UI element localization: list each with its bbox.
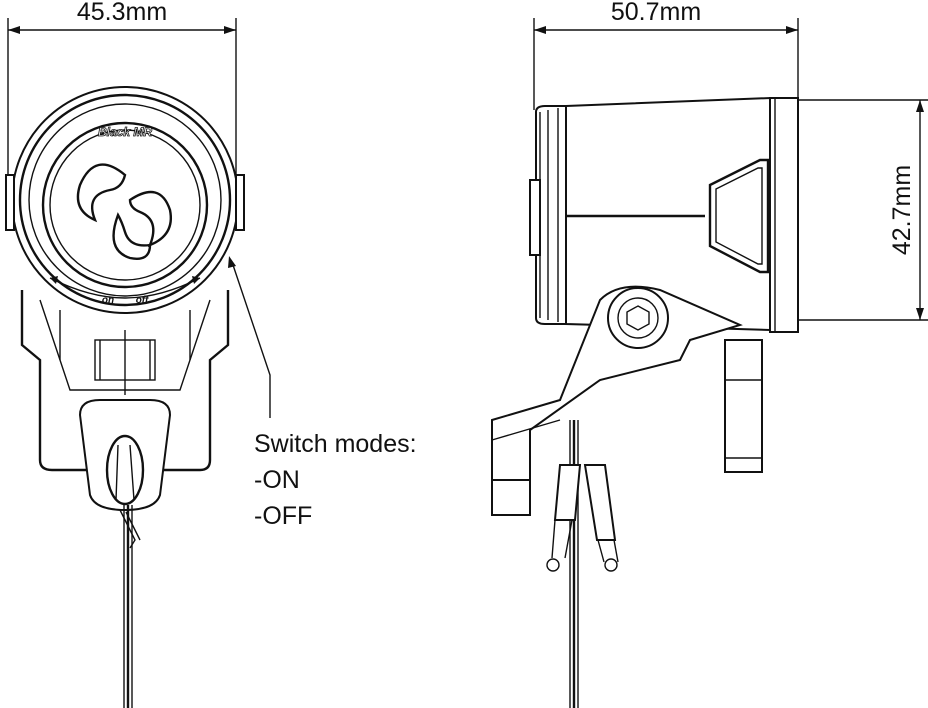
side-view: 50.7mm 42.7mm [491,0,928,708]
side-height-dimension: 42.7mm [798,99,928,321]
front-view: 45.3mm [5,0,245,708]
side-cable [546,420,619,708]
swirl-logo-icon [76,163,172,260]
front-width-label: 45.3mm [77,0,167,26]
front-lamp-head: Black MR on off [5,86,245,314]
side-width-label: 50.7mm [611,0,701,26]
callout-mode-off: -OFF [254,502,312,530]
switch-off-label: off [136,295,150,306]
front-width-dimension: 45.3mm [7,0,237,200]
front-cable [119,505,141,708]
side-width-dimension: 50.7mm [533,0,799,110]
callout-mode-on: -ON [254,466,300,494]
side-height-label: 42.7mm [888,165,916,255]
switch-modes-callout: Switch modes: -ON -OFF [228,256,417,530]
front-mount-bracket [20,290,230,512]
side-mount-arm [491,285,763,516]
side-lamp-body [529,96,799,333]
callout-title: Switch modes: [254,430,417,458]
brand-text: Black MR [98,125,152,139]
switch-on-label: on [102,295,114,306]
